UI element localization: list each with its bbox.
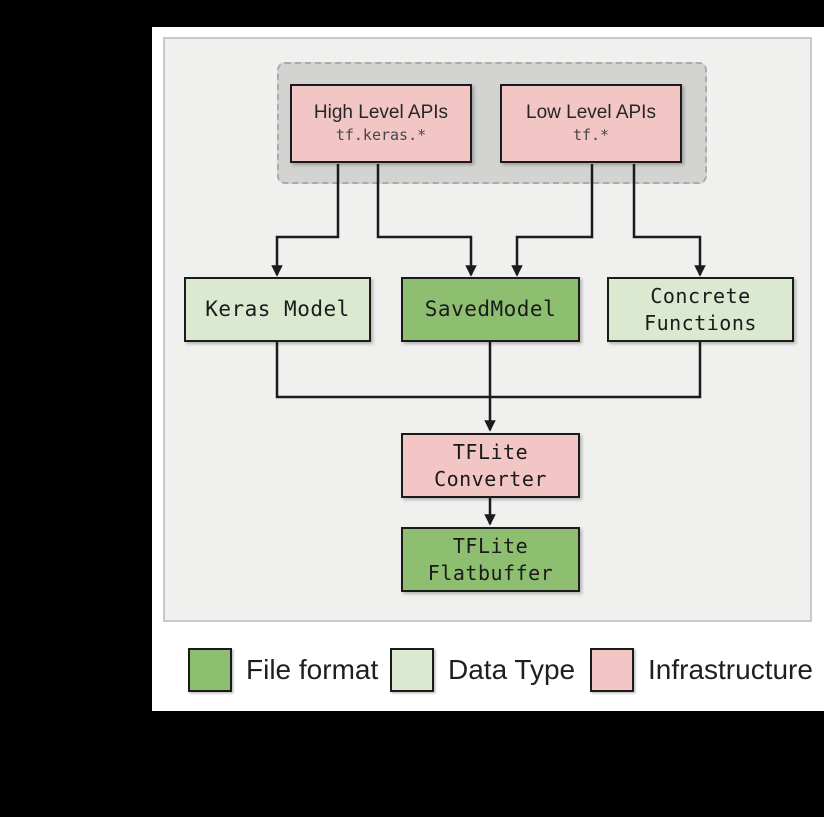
legend-label-file-format: File format xyxy=(246,654,379,685)
node-high-level-apis: High Level APIs tf.keras.* xyxy=(290,84,472,163)
legend-swatch-file-format xyxy=(188,648,232,692)
low-level-apis-subtitle: tf.* xyxy=(572,126,610,145)
high-level-apis-title: High Level APIs xyxy=(313,101,449,123)
tflite-flatbuffer-label-line1: TFLite xyxy=(452,533,529,558)
legend-label-infrastructure: Infrastructure xyxy=(648,654,813,685)
legend-swatch-data-type xyxy=(390,648,434,692)
legend-label-data-type: Data Type xyxy=(448,654,576,685)
node-keras-model: Keras Model xyxy=(184,277,371,342)
legend-item-infrastructure: Infrastructure xyxy=(590,648,813,692)
concrete-functions-label-line2: Functions xyxy=(644,310,757,335)
savedmodel-label: SavedModel xyxy=(424,296,557,321)
concrete-functions-label-line1: Concrete xyxy=(650,283,751,308)
node-savedmodel: SavedModel xyxy=(401,277,580,342)
high-level-apis-subtitle: tf.keras.* xyxy=(335,126,427,145)
node-tflite-converter: TFLite Converter xyxy=(401,433,580,498)
legend-item-file-format: File format xyxy=(188,648,378,692)
node-concrete-functions: Concrete Functions xyxy=(607,277,794,342)
tflite-converter-label-line1: TFLite xyxy=(452,439,529,464)
node-tflite-flatbuffer: TFLite Flatbuffer xyxy=(401,527,580,592)
tflite-converter-label-line2: Converter xyxy=(434,466,547,491)
low-level-apis-title: Low Level APIs xyxy=(526,101,656,123)
legend-item-data-type: Data Type xyxy=(390,648,575,692)
node-low-level-apis: Low Level APIs tf.* xyxy=(500,84,682,163)
tflite-flatbuffer-label-line2: Flatbuffer xyxy=(427,560,554,585)
keras-model-label: Keras Model xyxy=(205,296,350,321)
legend-swatch-infrastructure xyxy=(590,648,634,692)
